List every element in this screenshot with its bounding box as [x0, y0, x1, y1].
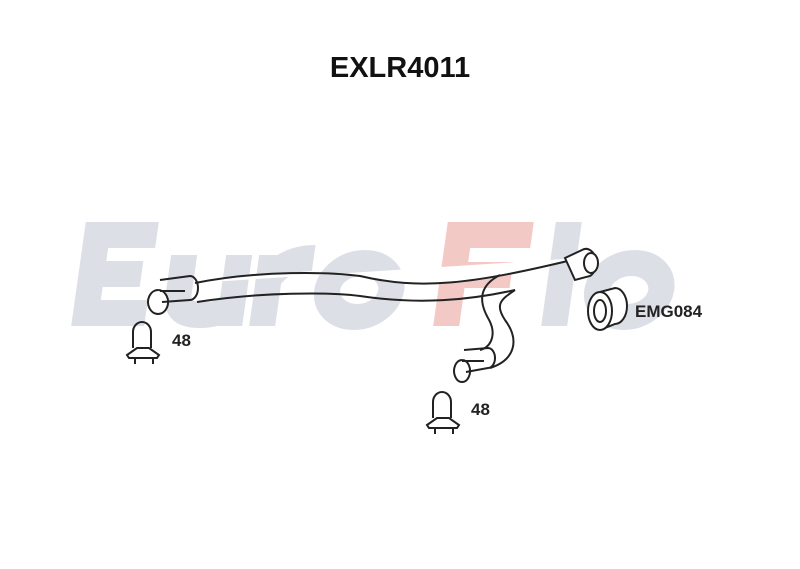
- part-number-title: EXLR4011: [329, 52, 471, 84]
- exhaust-pipe: [147, 247, 599, 383]
- clamp-icon: [425, 391, 461, 434]
- rubber-mount-icon: [587, 286, 628, 331]
- mount-label: EMG084: [635, 302, 703, 321]
- clamp-icon: [125, 321, 161, 364]
- clamp-2-label: 48: [471, 400, 490, 419]
- clamp-1-label: 48: [172, 331, 191, 350]
